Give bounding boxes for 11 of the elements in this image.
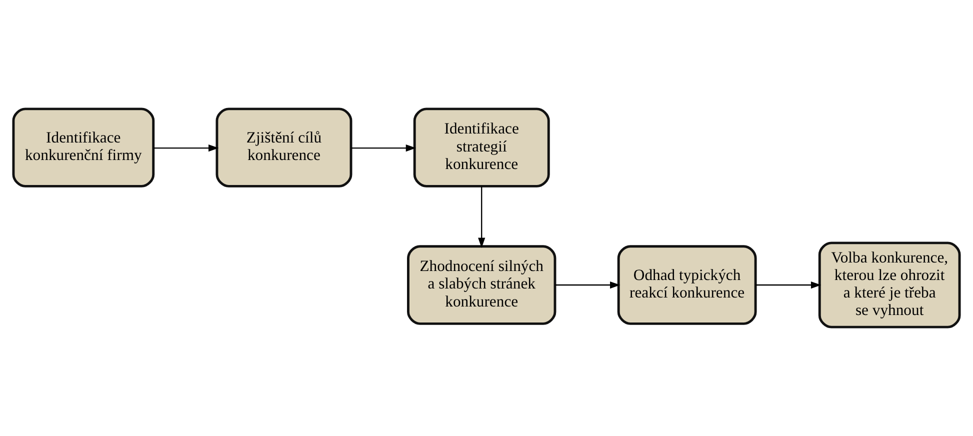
arrow <box>154 144 219 152</box>
node-box: Zhodnocení silných a slabých stránek konkurence <box>407 245 556 325</box>
node-box: Volba konkurence, kterou lze ohrozit a které je třeba se vyhnout <box>818 242 961 328</box>
arrow <box>478 186 486 248</box>
arrow <box>555 281 620 289</box>
node-box: Identifikace konkurenční firmy <box>12 108 155 188</box>
node-box: Zjištění cílů konkurence <box>216 108 352 188</box>
node-box: Identifikace strategií konkurence <box>413 108 550 188</box>
arrow <box>351 144 416 152</box>
arrow <box>756 281 822 289</box>
node-box: Odhad typických reakcí konkurence <box>617 245 757 325</box>
